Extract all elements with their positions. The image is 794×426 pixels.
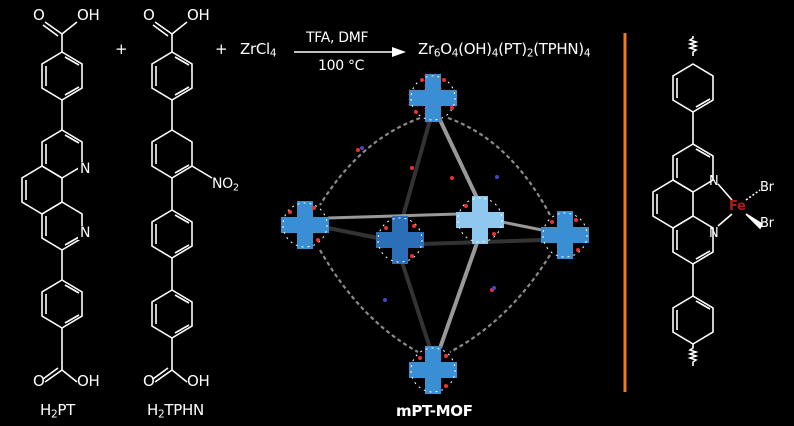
zr-cluster-right [541, 211, 589, 259]
h2pt-top-o: O [33, 6, 45, 24]
h2pt-top-oh: OH [77, 6, 100, 24]
h2pt-bottom-o: O [33, 372, 45, 390]
bromide-ligand-2: Br [760, 216, 774, 231]
h2pt-n-upper: N [80, 161, 91, 177]
zrcl4-label: ZrCl4 [240, 40, 277, 60]
h2tphn-label: H2TPHN [147, 401, 204, 421]
h2tphn-structure [151, 21, 213, 383]
h2tphn-top-o: O [143, 6, 155, 24]
fe-complex-structure [652, 36, 764, 366]
h2pt-structure [21, 21, 83, 383]
fe-complex-n-lower: N [709, 226, 719, 241]
mof-label: mPT-MOF [396, 402, 473, 420]
reaction-arrow [294, 47, 406, 57]
h2pt-atoms [78, 162, 92, 240]
mof-nodes [281, 73, 589, 394]
conditions-reagents: TFA, DMF [306, 30, 369, 46]
nitrogen-atoms [360, 146, 499, 302]
h2pt-label: H2PT [40, 401, 75, 421]
h2pt-bottom-oh: OH [77, 372, 100, 390]
fe-complex-n-upper: N [709, 174, 719, 189]
zr-cluster-bottom [409, 346, 457, 394]
zr-cluster-back [456, 196, 504, 244]
fe-metal-label: Fe [729, 199, 746, 214]
h2tphn-bottom-oh: OH [187, 372, 210, 390]
h2pt-n-lower: N [80, 225, 91, 241]
zr-cluster-front [376, 216, 424, 264]
plus-sign-2: + [215, 40, 228, 58]
conditions-temperature: 100 °C [318, 58, 365, 74]
plus-sign-1: + [115, 40, 128, 58]
h2tphn-top-oh: OH [187, 6, 210, 24]
bromide-ligand-1: Br [760, 180, 774, 195]
zr-cluster-left [281, 201, 329, 249]
product-formula: Zr6O4(OH)4(PT)2(TPHN)4 [418, 40, 591, 60]
mof-linkers [319, 116, 551, 353]
h2tphn-bottom-o: O [143, 372, 155, 390]
nitro-group-label: NO2 [212, 176, 239, 194]
zr-cluster-top [408, 73, 458, 123]
oxygen-atoms [288, 78, 580, 388]
